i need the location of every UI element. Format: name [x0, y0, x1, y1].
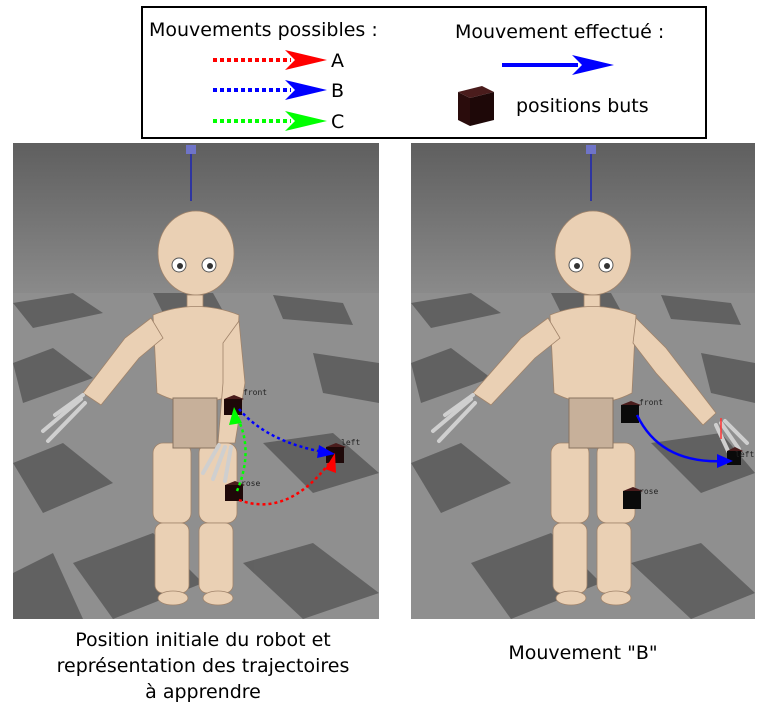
left-trajectory-a [238, 453, 336, 506]
right-trajectory-b [635, 414, 733, 468]
left-label-front: front [243, 388, 267, 397]
legend-goal-label: positions buts [516, 95, 649, 117]
right-caption: Mouvement "B" [508, 642, 658, 664]
legend-possible-title: Mouvements possibles : [149, 19, 378, 41]
legend-possible-arrows [213, 50, 327, 131]
left-caption-line-3: à apprendre [145, 681, 261, 703]
left-caption-line-2: représentation des trajectoires [56, 655, 350, 677]
left-trajectory-b [238, 408, 335, 458]
left-caption-line-1: Position initiale du robot et [75, 629, 331, 651]
right-label-front: front [639, 398, 663, 407]
goal-cube-icon [458, 86, 494, 126]
legend-label-c: C [331, 111, 345, 133]
legend-label-b: B [331, 80, 345, 102]
legend-label-a: A [331, 50, 344, 72]
legend-box [141, 6, 707, 139]
right-label-left: left [735, 450, 754, 459]
left-cube-front [224, 395, 244, 415]
legend-arrow-a [213, 50, 327, 70]
left-label-rose: rose [241, 479, 260, 488]
right-cube-rose [623, 487, 643, 509]
right-cube-front [621, 401, 641, 423]
left-label-left: left [341, 438, 360, 447]
legend-done-arrow [502, 55, 614, 75]
left-simulation-view: front left rose [13, 143, 379, 619]
legend-done-title: Mouvement effectué : [455, 21, 665, 43]
left-caption: Position initiale du robot et représenta… [13, 627, 393, 705]
legend-arrow-b [213, 80, 327, 100]
legend-arrow-c [213, 111, 327, 131]
right-label-rose: rose [639, 487, 658, 496]
right-simulation-view: front left rose [411, 143, 755, 619]
left-trajectory-c [229, 407, 247, 492]
